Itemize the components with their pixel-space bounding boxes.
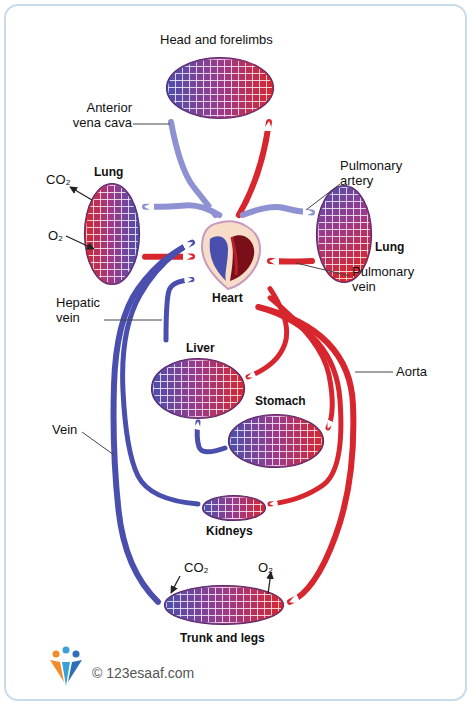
logo-shape: [50, 660, 64, 682]
gas-arrow: [70, 187, 92, 200]
part-label: Hepatic vein: [56, 295, 112, 325]
leader-line: [82, 432, 114, 455]
heart-wall: [202, 221, 260, 289]
part-label: Pulmonary vein: [352, 264, 430, 294]
part-label: O₂: [48, 228, 63, 243]
capillary-bed: [150, 357, 246, 420]
capillary-bed: [227, 413, 325, 469]
capillary-mesh: [168, 59, 272, 117]
capillary-mesh: [230, 416, 322, 466]
artery-vessel: [239, 122, 269, 215]
capillary-bed: [165, 56, 275, 120]
capillary-mesh: [153, 360, 243, 417]
heart-left-chambers: [230, 235, 254, 281]
artery-vessel: [248, 289, 287, 377]
logo-dot: [53, 651, 60, 658]
capillary-bed: [163, 584, 285, 626]
gas-arrow: [268, 572, 271, 594]
logo-dot: [73, 651, 80, 658]
organ-node: Head and forelimbs: [150, 30, 290, 122]
logo-shape: [68, 660, 82, 682]
part-label: Aorta: [396, 364, 427, 379]
vein-vessel: [197, 422, 225, 452]
organ-node: Trunk and legs: [158, 582, 290, 648]
part-label: Vein: [52, 422, 77, 437]
logo-dot: [63, 647, 70, 654]
vein-vessel: [243, 207, 312, 215]
leader-line: [104, 320, 162, 321]
artery-vessel: [270, 258, 312, 265]
gas-arrow: [171, 576, 180, 593]
leader-line: [355, 372, 393, 373]
leader-line: [133, 124, 170, 125]
organ-label: Heart: [212, 291, 243, 306]
logo-shape: [62, 662, 70, 686]
vein-vessel: [114, 243, 192, 602]
part-label: Anterior vena cava: [58, 100, 132, 130]
watermark: © 123esaaf.com: [92, 666, 194, 681]
capillary-outline: [203, 496, 266, 521]
organ-label: Lung: [94, 165, 123, 180]
organ-node: Lung: [80, 163, 145, 288]
heart-node: Heart: [192, 215, 270, 307]
organ-node: Kidneys: [198, 492, 270, 540]
heart-right-chambers: [210, 236, 228, 281]
capillary-outline: [85, 184, 140, 285]
vein-vessel: [171, 122, 215, 215]
vein-vessel: [166, 279, 192, 340]
organ-label: Head and forelimbs: [160, 32, 273, 47]
capillary-outline: [167, 58, 274, 119]
organ-label: Kidneys: [206, 524, 253, 539]
heart-septum: [232, 237, 237, 275]
capillary-bed: [83, 182, 141, 286]
part-label: CO₂: [46, 172, 71, 187]
organ-label: Trunk and legs: [180, 631, 265, 646]
capillary-mesh: [166, 587, 282, 623]
capillary-mesh: [86, 185, 138, 283]
part-label: Pulmonary artery: [340, 158, 422, 188]
capillary-outline: [165, 586, 284, 625]
organ-label: Liver: [186, 341, 215, 356]
capillary-mesh: [204, 497, 264, 519]
site-logo: [50, 647, 82, 687]
heart-illustration: [198, 219, 263, 291]
organ-node: Stomach: [225, 392, 328, 472]
vein-vessel: [145, 205, 219, 215]
capillary-bed: [201, 494, 267, 522]
part-label: O₂: [258, 560, 273, 575]
organ-label: Stomach: [255, 394, 306, 409]
capillary-outline: [152, 359, 245, 419]
capillary-outline: [229, 415, 324, 468]
part-label: CO₂: [184, 560, 209, 575]
organ-label: Lung: [375, 240, 404, 255]
organ-node: Liver: [148, 340, 248, 422]
